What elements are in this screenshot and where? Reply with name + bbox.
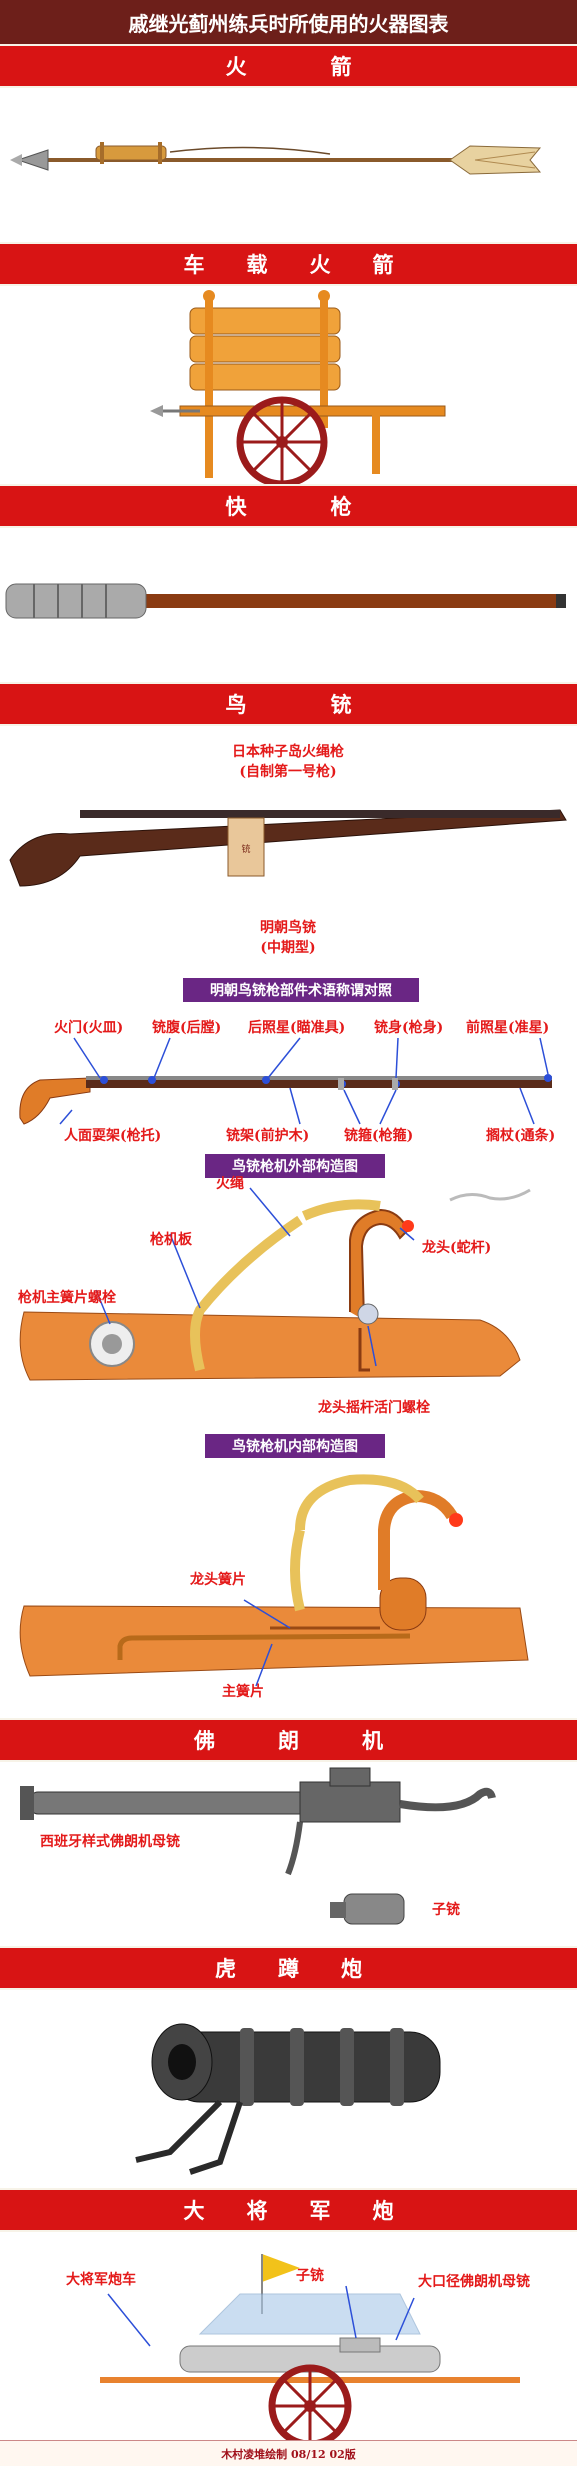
- footer-credit: 木村凌堆绘制 08/12 02版: [0, 2440, 577, 2466]
- ming-gun-label-line2: (中期型): [260, 940, 316, 956]
- label-folangji-child: 子铳: [432, 1902, 460, 1918]
- label-huomen: 火门(火皿): [54, 1020, 124, 1036]
- label-chongshen: 铳身(枪身): [374, 1020, 444, 1036]
- lock-external-diagram: [19, 1187, 531, 1381]
- label-chongjia: 铳架(前护木): [226, 1128, 310, 1144]
- section-header-niaochong: 鸟 铳: [0, 682, 577, 726]
- section-header-hudun: 虎 蹲 炮: [0, 1946, 577, 1990]
- label-longtou-spring: 龙头簧片: [190, 1572, 246, 1588]
- lock-internal-diagram: [19, 1474, 529, 1687]
- external-title: 鸟铳枪机外部构造图: [205, 1154, 385, 1178]
- internal-title: 鸟铳枪机内部构造图: [205, 1434, 385, 1458]
- japan-gun-label-line1: 日本种子岛火绳枪: [232, 744, 344, 760]
- label-dajiang-cart: 大将军炮车: [66, 2272, 136, 2288]
- ming-musket-diagram: [19, 1037, 552, 1125]
- label-dajiang-child: 子铳: [296, 2268, 324, 2284]
- label-lanzhang: 搁杖(通条): [486, 1128, 556, 1144]
- label-qiangjiban: 枪机板: [150, 1232, 192, 1248]
- dajiang-cannon-image: [100, 2254, 520, 2448]
- label-qianzhaoxing: 前照星(准星): [466, 1020, 550, 1036]
- label-houzhaoxing: 后照星(瞄准具): [248, 1020, 346, 1036]
- page-title: 戚继光蓟州练兵时所使用的火器图表: [0, 0, 577, 44]
- label-huosheng: 火绳: [216, 1176, 244, 1192]
- fast-gun-image: [5, 583, 566, 619]
- svg-text:铳: 铳: [241, 843, 250, 855]
- section-header-huojian: 火 箭: [0, 44, 577, 88]
- label-renmian: 人面耍架(枪托): [64, 1128, 162, 1144]
- section-header-dajiang: 大 将 军 炮: [0, 2188, 577, 2232]
- label-chongfu: 铳腹(后膛): [152, 1020, 222, 1036]
- terms-title: 明朝鸟铳枪部件术语称谓对照: [183, 978, 419, 1002]
- label-zhuhuang-bolt: 枪机主簧片螺栓: [18, 1290, 116, 1306]
- japan-gun-label-line2: (自制第一号枪): [239, 764, 337, 780]
- label-longtou: 龙头(蛇杆): [422, 1240, 492, 1256]
- label-dajiang-big: 大口径佛朗机母铳: [418, 2274, 530, 2290]
- folangji-image: [20, 1767, 496, 1925]
- label-folangji-mother: 西班牙样式佛朗机母铳: [40, 1834, 180, 1850]
- japanese-matchlock-image: 铳: [9, 809, 567, 887]
- label-main-spring: 主簧片: [222, 1684, 264, 1700]
- label-chonggu: 铳箍(枪箍): [344, 1128, 414, 1144]
- cart-rocket-image: [150, 290, 446, 488]
- section-header-folangji: 佛 朗 机: [0, 1718, 577, 1762]
- label-yaogan-bolt: 龙头摇杆活门螺栓: [318, 1400, 430, 1416]
- fire-arrow-image: [10, 142, 542, 175]
- section-header-kuaiqiang: 快 枪: [0, 484, 577, 528]
- ming-gun-label-line1: 明朝鸟铳: [260, 920, 316, 936]
- hudun-cannon-image: [135, 2023, 441, 2175]
- section-header-chezai: 车 载 火 箭: [0, 242, 577, 286]
